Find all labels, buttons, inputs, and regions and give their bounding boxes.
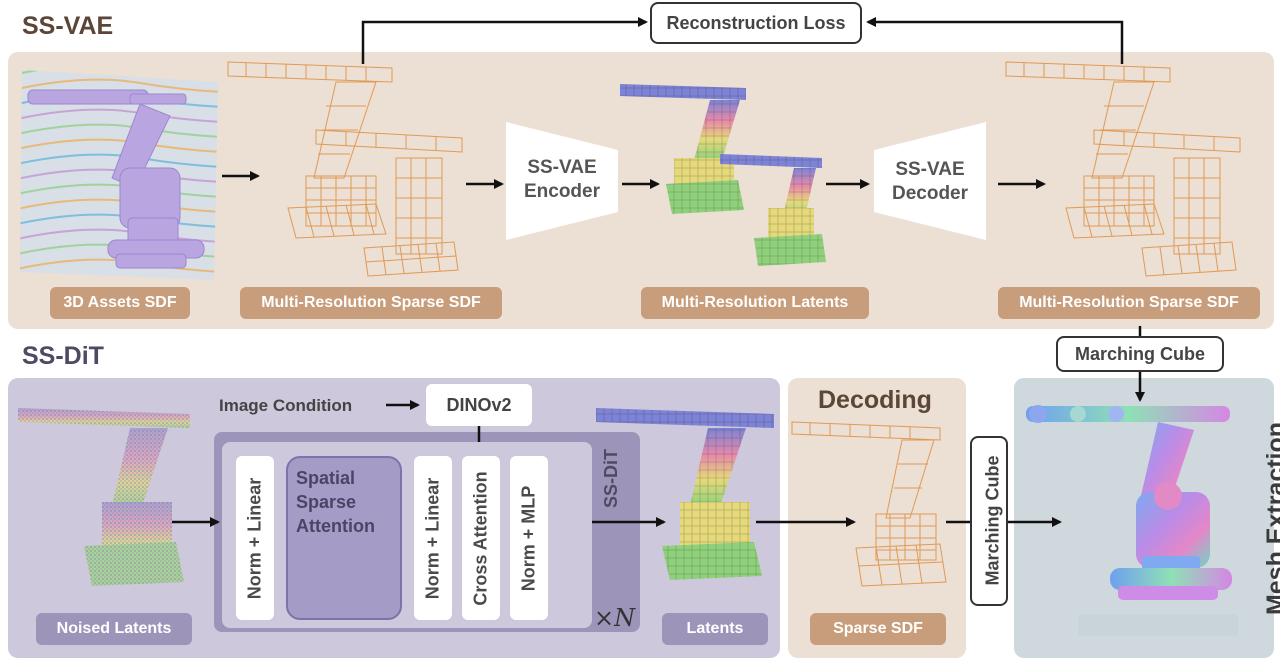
sparse-sdf-voxel-input (226, 58, 478, 288)
label-sparse-sdf: Sparse SDF (810, 613, 946, 645)
dinov2-label: DINOv2 (446, 394, 512, 415)
reconstruction-loss-box: Reconstruction Loss (650, 2, 862, 44)
label-multi-resolution-latents: Multi-Resolution Latents (641, 287, 869, 319)
ssvae-section-title: SS-VAE (22, 12, 114, 40)
ssvae-encoder-shape (506, 122, 618, 240)
latents-voxel-ssvae (618, 80, 830, 270)
repeat-n-label: ×N (594, 604, 636, 632)
latents-voxel-ssdit (596, 406, 776, 590)
ssvae-panel (8, 52, 1274, 329)
marching-cube-box-vertical: Marching Cube (970, 436, 1008, 606)
sdf-contour-image (20, 68, 220, 280)
label-sparse-sdf-input: Multi-Resolution Sparse SDF (240, 287, 502, 319)
ssdit-section-title: SS-DiT (22, 342, 104, 370)
norm-linear-block-2: Norm + Linear (414, 456, 452, 620)
ssvae-encoder-label: SS-VAE Encoder (523, 157, 601, 202)
marching-cube-box-top: Marching Cube (1056, 336, 1224, 372)
dinov2-box: DINOv2 (426, 384, 532, 426)
decoding-voxel-sdf (790, 418, 960, 598)
ssvae-decoder-shape (874, 122, 986, 240)
label-sparse-sdf-output: Multi-Resolution Sparse SDF (998, 287, 1260, 319)
mesh-render (1018, 396, 1238, 646)
decoding-title: Decoding (818, 386, 932, 414)
label-noised-latents: Noised Latents (36, 613, 192, 645)
ssvae-decoder-label: SS-VAE Decoder (891, 159, 969, 204)
norm-mlp-block: Norm + MLP (510, 456, 548, 620)
noised-latents-voxel (18, 406, 194, 590)
image-condition-label: Image Condition (219, 396, 353, 415)
label-latents: Latents (662, 613, 768, 645)
spatial-sparse-attention-block: Spatial Sparse Attention (286, 456, 402, 620)
cross-attention-block: Cross Attention (462, 456, 500, 620)
norm-linear-block-1: Norm + Linear (236, 456, 274, 620)
label-3d-assets-sdf: 3D Assets SDF (50, 287, 190, 319)
sparse-sdf-voxel-output (1004, 58, 1256, 288)
